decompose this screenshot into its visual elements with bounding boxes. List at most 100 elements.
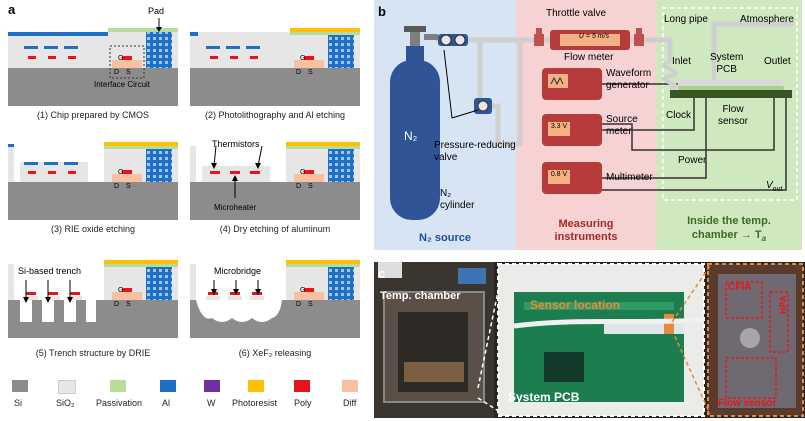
svg-text:S: S [308,301,313,308]
system-pcb-icon [670,86,792,98]
multimeter-display: 0.8 V [550,171,568,178]
sensor-location-label: Sensor location [530,298,621,312]
cylinder-label: N₂ cylinder [440,188,475,211]
power-label: Power [678,155,707,166]
svg-text:S: S [308,69,313,76]
step-4-chip [190,142,360,220]
legend-label-passivation: Passivation [96,398,143,408]
panel-c-label: c [378,266,386,281]
panel-b: N₂ [374,0,805,256]
chamber-title: Inside the temp. chamber → Ta [687,215,771,244]
multimeter-icon [542,162,602,194]
svg-text:G: G [118,55,123,62]
legend-swatch-si [12,380,28,392]
svg-text:D: D [114,183,119,190]
legend-label-poly: Poly [294,398,312,408]
system-pcb-label: System PCB [710,52,744,75]
thermistors-label: Thermistors [212,139,260,149]
legend-swatch-photoresist [248,380,264,392]
pressure-valve-top-icon [438,34,468,46]
step-4-caption: (4) Dry etching of aluminum [219,224,331,234]
step-6-caption: (6) XeF₂ releasing [238,348,312,358]
n2-source-title: N₂ source [419,232,471,244]
instruments-title: Measuring instruments [554,218,618,243]
panel-a-label: a [8,2,16,17]
legend-swatch-passivation [110,380,126,392]
cfia-label: CFIA [728,282,752,293]
svg-text:D: D [114,301,119,308]
flow-sensor-channel-icon [678,80,782,86]
source-meter-label: Source meter [606,114,638,137]
step-2-caption: (2) Photolithography and Al etching [204,110,346,120]
multimeter-label: Multimeter [606,172,653,183]
source-meter-display: 3.3 V [550,123,568,130]
waveform-generator-icon [542,68,602,100]
step-3-caption: (3) RIE oxide etching [50,224,136,234]
legend-swatch-sio2 [58,380,76,394]
pressure-valve-mid-icon [474,98,492,114]
panel-a: a Pad G D [0,0,370,421]
measurement-setup-diagram: N₂ [374,0,802,250]
svg-text:G: G [300,287,305,294]
microbridge-label: Microbridge [214,266,261,276]
legend-swatch-poly [294,380,310,392]
source-meter-icon [542,114,602,146]
panel-b-label: b [378,4,386,19]
step-2-chip [190,28,360,106]
throttle-valve-left-icon [534,28,544,46]
temp-chamber-label: Temp. chamber [380,290,461,302]
svg-text:S: S [126,301,131,308]
microheater-label: Microheater [214,203,257,212]
legend-label-w: W [207,398,216,408]
pad-label: Pad [148,6,164,16]
flow-sensor-photo-label: Flow sensor [718,398,777,409]
legend-swatch-w [204,380,220,392]
outlet-label: Outlet [764,56,791,67]
step-1-chip [8,18,178,106]
legend-label-si: Si [14,398,23,408]
waveform-generator-label: Waveform generator [606,68,652,91]
interface-circuit-label: Interface Circuit [94,80,151,89]
legend-label-sio2: SiO₂ [56,398,75,408]
legend-swatch-al [160,380,176,392]
legend-label-diff: Diff [343,398,357,408]
throttle-valve-right-icon [634,28,644,46]
step-5-chip [8,260,178,338]
long-pipe-label: Long pipe [664,14,708,25]
n2-cylinder-icon [390,26,440,220]
flow-meter-icon [550,30,630,50]
svg-text:D: D [296,69,301,76]
svg-text:G: G [300,55,305,62]
svg-text:D: D [114,69,119,76]
step-5-caption: (5) Trench structure by DRIE [35,348,151,358]
svg-text:S: S [126,69,131,76]
svg-text:G: G [118,169,123,176]
vout-label: Vout [766,180,783,193]
svg-text:S: S [126,183,131,190]
clock-label: Clock [666,110,692,121]
pressure-valve-label: Pressure-reducing valve [434,140,516,163]
svg-text:S: S [308,183,313,190]
legend-swatch-diff [342,380,358,392]
svg-text:G: G [300,169,305,176]
throttle-valve-label: Throttle valve [546,8,607,19]
process-flow-diagram: Pad G D S Interface Circuit G D S [8,6,360,338]
hpa-label: HPA [778,295,788,314]
atmosphere-label: Atmosphere [740,14,794,25]
chamber-region [656,0,802,250]
svg-text:N₂: N₂ [404,129,418,143]
legend-label-photoresist: Photoresist [232,398,278,408]
svg-text:D: D [296,183,301,190]
step-1-caption: (1) Chip prepared by CMOS [36,110,150,120]
inlet-label: Inlet [672,56,691,67]
flow-meter-display: U = 5 m/s [578,33,610,40]
photo-montage [374,262,804,418]
flow-meter-label: Flow meter [564,52,614,63]
long-pipe-icon [662,60,678,90]
panel-c: c Temp. chamber Sensor location System P… [374,262,805,418]
flow-sensor-label: Flow sensor [718,104,749,127]
system-pcb-photo-label: System PCB [508,390,580,404]
svg-text:D: D [296,301,301,308]
svg-text:G: G [118,287,123,294]
legend-label-al: Al [162,398,171,408]
